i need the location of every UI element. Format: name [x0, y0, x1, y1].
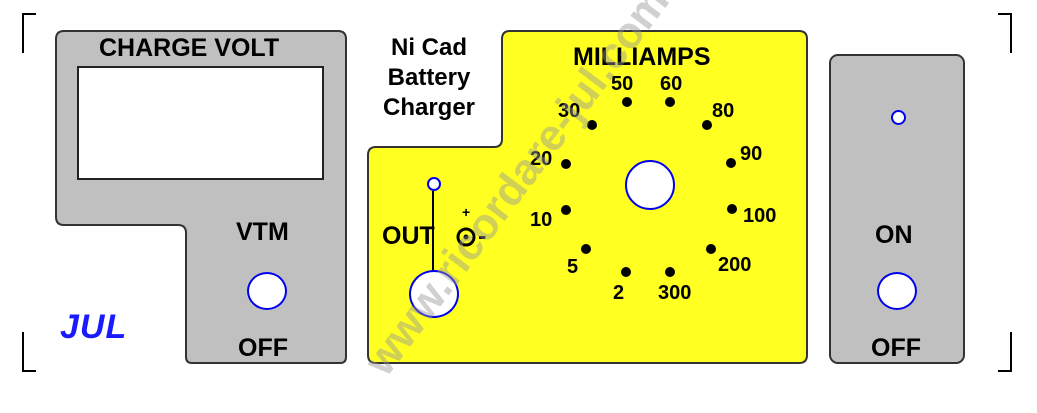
scale-dot-20	[561, 159, 571, 169]
polarity-plus-sign: +	[462, 204, 471, 220]
scale-label-2: 2	[613, 282, 625, 304]
milliamp-selector-knob[interactable]	[625, 160, 675, 210]
product-title: Ni Cad Battery Charger	[366, 33, 492, 123]
crop-mark-bottom-left-v	[22, 332, 24, 372]
output-jack[interactable]	[409, 270, 459, 318]
vtm-switch-button[interactable]	[247, 272, 287, 310]
scale-dot-5	[581, 244, 591, 254]
scale-label-80: 80	[712, 100, 735, 122]
scale-dot-10	[561, 205, 571, 215]
scale-label-60: 60	[660, 73, 683, 95]
power-off-label: OFF	[871, 334, 921, 362]
vtm-off-label: OFF	[238, 334, 288, 362]
scale-label-50: 50	[611, 73, 634, 95]
dc-jack-icon	[456, 227, 476, 247]
right-panel-shape	[829, 54, 965, 364]
brand-logo: JUL	[60, 308, 128, 346]
scale-label-30: 30	[558, 100, 581, 122]
voltage-display	[77, 66, 324, 180]
title-line-3: Charger	[382, 94, 476, 121]
polarity-minus-sign: -	[478, 222, 487, 250]
power-switch-button[interactable]	[877, 272, 917, 310]
scale-label-5: 5	[567, 256, 579, 278]
crop-mark-top-left-h	[22, 13, 36, 15]
crop-mark-bottom-right-h	[998, 370, 1012, 372]
output-indicator-led	[427, 177, 441, 191]
scale-dot-80	[702, 120, 712, 130]
scale-label-20: 20	[530, 148, 553, 170]
scale-dot-100	[727, 204, 737, 214]
title-line-2: Battery	[387, 64, 471, 91]
scale-label-200: 200	[718, 254, 752, 276]
scale-dot-200	[706, 244, 716, 254]
crop-mark-bottom-right-v	[1010, 332, 1012, 372]
milliamps-title: MILLIAMPS	[573, 43, 711, 71]
title-line-1: Ni Cad	[390, 34, 467, 61]
charge-volt-title: CHARGE VOLT	[99, 34, 280, 62]
out-label: OUT	[382, 222, 435, 250]
crop-mark-top-left-v	[22, 13, 24, 53]
scale-dot-60	[665, 97, 675, 107]
power-on-label: ON	[875, 221, 913, 249]
scale-label-100: 100	[743, 205, 777, 227]
scale-dot-300	[665, 267, 675, 277]
scale-dot-90	[726, 158, 736, 168]
scale-label-300: 300	[658, 282, 692, 304]
crop-mark-top-right-v	[1010, 13, 1012, 53]
milliamp-panel-shape	[367, 30, 808, 364]
power-indicator-led	[891, 110, 906, 125]
scale-dot-30	[587, 120, 597, 130]
vtm-label: VTM	[236, 218, 289, 246]
dc-jack-symbol	[456, 227, 476, 247]
scale-label-10: 10	[530, 209, 553, 231]
scale-dot-2	[621, 267, 631, 277]
scale-dot-50	[622, 97, 632, 107]
crop-mark-top-right-h	[998, 13, 1012, 15]
scale-label-90: 90	[740, 143, 763, 165]
crop-mark-bottom-left-h	[22, 370, 36, 372]
